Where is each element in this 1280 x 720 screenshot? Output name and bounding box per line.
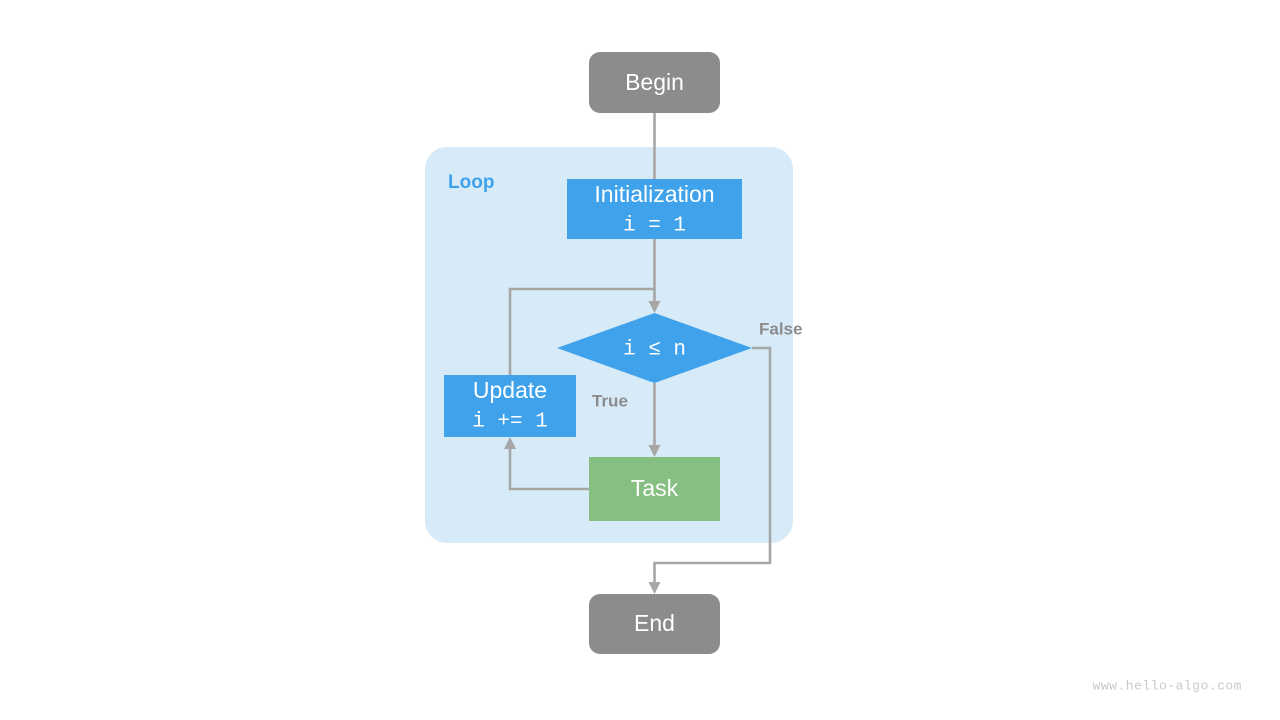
arrowhead-into-condition xyxy=(648,301,661,313)
edge-label-true: True xyxy=(592,391,628,410)
arrowhead-into-task xyxy=(648,445,661,457)
node-initialization-code: i = 1 xyxy=(623,215,686,238)
node-initialization-label: Initialization xyxy=(594,181,714,207)
loop-group-label: Loop xyxy=(448,172,494,193)
edge-label-false: False xyxy=(759,319,802,338)
node-end-label: End xyxy=(634,610,675,636)
node-begin-shape xyxy=(589,52,720,113)
node-task-shape xyxy=(589,457,720,521)
node-condition[interactable]: i ≤ n xyxy=(557,313,752,383)
edge-task-to-update xyxy=(508,447,589,491)
watermark: www.hello-algo.com xyxy=(1093,678,1242,693)
node-task[interactable]: Task xyxy=(589,457,720,521)
node-update-code: i += 1 xyxy=(472,411,548,434)
node-initialization[interactable]: Initialization i = 1 xyxy=(567,179,742,239)
node-end-shape xyxy=(589,594,720,654)
arrowhead-into-update xyxy=(504,437,516,449)
node-update[interactable]: Update i += 1 xyxy=(444,375,576,437)
node-task-label: Task xyxy=(631,475,679,501)
node-update-label: Update xyxy=(473,377,547,403)
node-initialization-shape xyxy=(567,179,742,239)
node-begin[interactable]: Begin xyxy=(589,52,720,113)
node-condition-code: i ≤ n xyxy=(623,339,686,362)
node-begin-label: Begin xyxy=(625,69,684,95)
arrowhead-into-end xyxy=(648,582,661,594)
edge-update-to-condition xyxy=(508,287,655,375)
edge-condition-false-to-end xyxy=(653,346,772,584)
node-end[interactable]: End xyxy=(589,594,720,654)
node-condition-shape xyxy=(557,313,752,383)
node-update-shape xyxy=(444,375,576,437)
